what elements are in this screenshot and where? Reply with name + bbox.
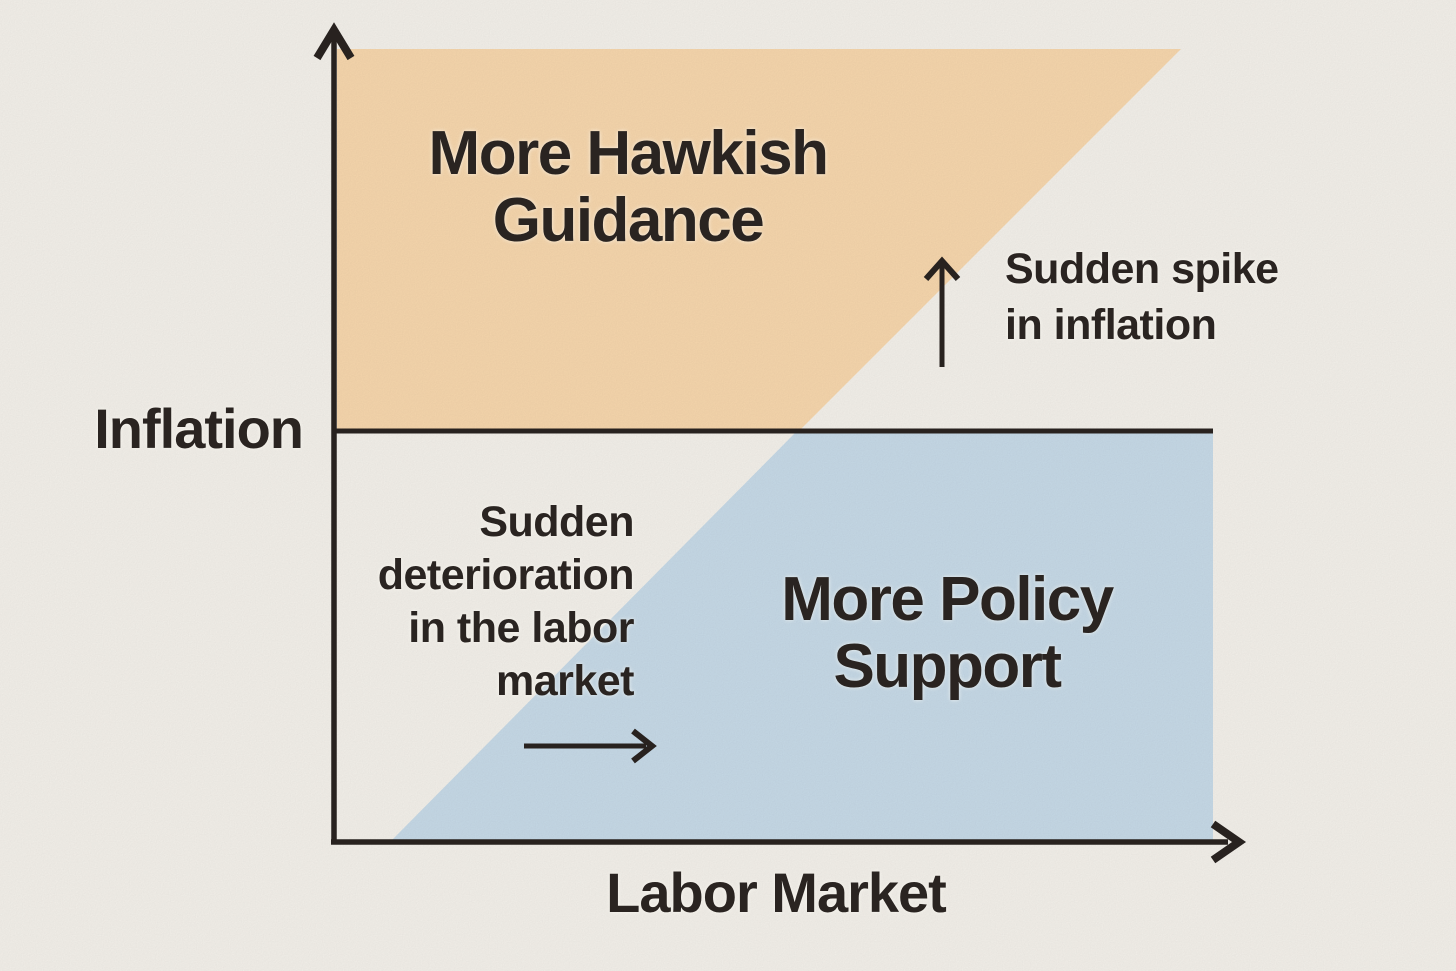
labor-deterioration-annotation-line2: deterioration [377, 551, 635, 599]
labor-deterioration-annotation-line4: market [495, 657, 635, 705]
inflation-spike-annotation-line2: in inflation [1005, 301, 1217, 349]
labor-deterioration-annotation: Sudden deterioration in the labor market [334, 496, 635, 708]
support-region-label-line2: Support [833, 632, 1062, 701]
inflation-spike-annotation: Sudden spike in inflation [1005, 241, 1335, 353]
inflation-spike-annotation-line1: Sudden spike [1005, 245, 1279, 293]
x-axis-title: Labor Market [606, 861, 947, 924]
hawkish-region-label-line1: More Hawkish [428, 119, 829, 188]
labor-deterioration-annotation-line3: in the labor [408, 604, 634, 652]
hawkish-region-label-line2: Guidance [492, 186, 765, 255]
hawkish-region-label: More Hawkish Guidance [328, 120, 928, 254]
y-axis-title: Inflation [94, 397, 304, 460]
labor-deterioration-annotation-line1: Sudden [479, 498, 634, 546]
support-region-label: More Policy Support [647, 566, 1247, 700]
support-region-label-line1: More Policy [781, 565, 1114, 634]
